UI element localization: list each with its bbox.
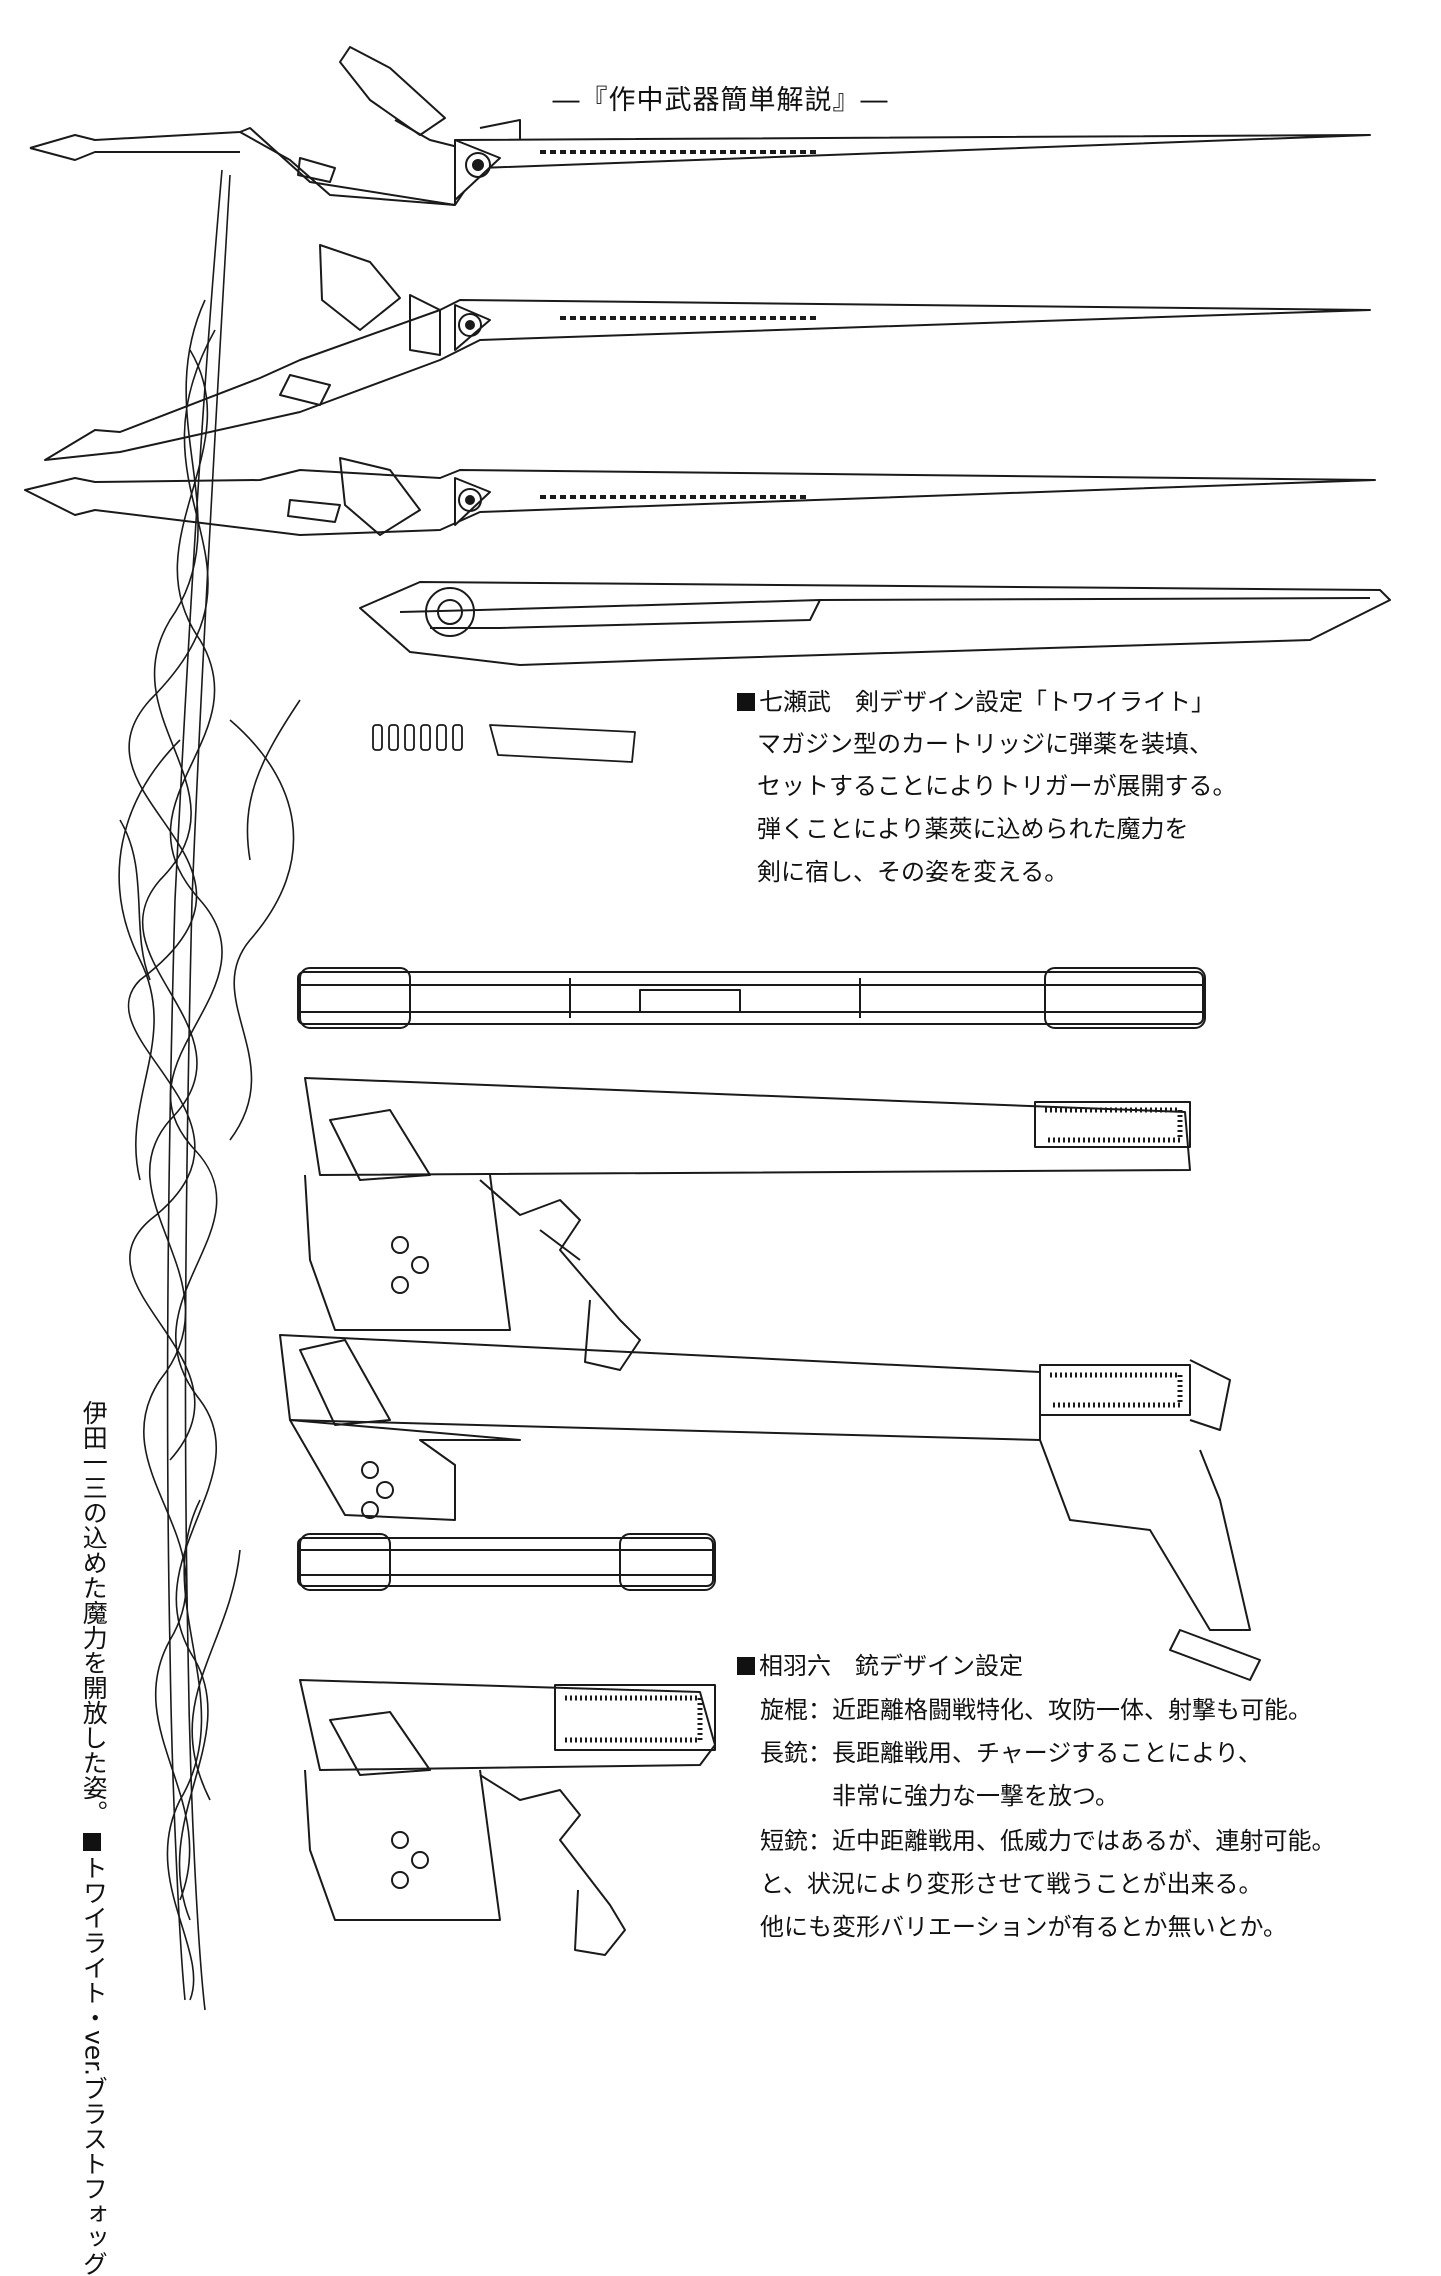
baton-bottom-view-drawing (297, 1533, 716, 1591)
sheathed-sword-drawing (359, 581, 1391, 666)
sword-line: 剣に宿し、その姿を変える。 (757, 858, 1069, 886)
blast-fog-spear-drawing (118, 169, 301, 2011)
sword-drawing-1 (29, 46, 1371, 206)
gun-heading: 相羽六 銃デザイン設定 (759, 1652, 1023, 1680)
sword-line: 弾くことにより薬莢に込められた魔力を (757, 815, 1189, 843)
gun-line: 短銃：近中距離戦用、低威力ではあるが、連射可能。 (760, 1827, 1336, 1855)
weapon-design-illustrations (24, 46, 1391, 2011)
sword-drawing-3 (24, 457, 1376, 536)
sword-line: マガジン型のカートリッジに弾薬を装填、 (757, 730, 1213, 758)
gun-line: 長銃：長距離戦用、チャージすることにより、 (760, 1739, 1262, 1767)
vertical-caption-line-2: 伊田一三の込めた魔力を開放した姿。 (79, 1400, 109, 1825)
long-gun-drawing-1 (304, 1077, 1191, 1371)
gun-heading-row: 相羽六 銃デザイン設定 (737, 1654, 1023, 1678)
sword-heading: 七瀬武 剣デザイン設定「トワイライト」 (759, 688, 1215, 716)
bullet-square-icon (737, 1657, 755, 1675)
baton-top-view-drawing (297, 967, 1206, 1029)
bullet-square-icon (83, 1832, 102, 1851)
gun-line: 旋棍：近距離格闘戦特化、攻防一体、射撃も可能。 (760, 1696, 1312, 1724)
vertical-caption-line-1-row: トワイライト・ver.ブラストフォッグ (79, 1832, 109, 2276)
page-title: ―『作中武器簡単解説』― (552, 85, 889, 116)
long-gun-drawing-2 (279, 1334, 1261, 1681)
cartridge-drawing (372, 724, 636, 763)
bullet-square-icon (737, 693, 755, 711)
sword-line: セットすることによりトリガーが展開する。 (757, 772, 1237, 800)
short-gun-drawing (299, 1679, 716, 1956)
gun-line: 非常に強力な一撃を放つ。 (760, 1782, 1120, 1810)
vertical-caption-line-1: トワイライト・ver.ブラストフォッグ (79, 1854, 109, 2276)
sword-drawing-2 (44, 244, 1371, 461)
gun-line: 他にも変形バリエーションが有るとか無いとか。 (760, 1913, 1288, 1941)
sword-heading-row: 七瀬武 剣デザイン設定「トワイライト」 (737, 690, 1215, 714)
vertical-caption: 伊田一三の込めた魔力を開放した姿。 トワイライト・ver.ブラストフォッグ (78, 1400, 109, 2276)
gun-line: と、状況により変形させて戦うことが出来る。 (760, 1870, 1263, 1898)
